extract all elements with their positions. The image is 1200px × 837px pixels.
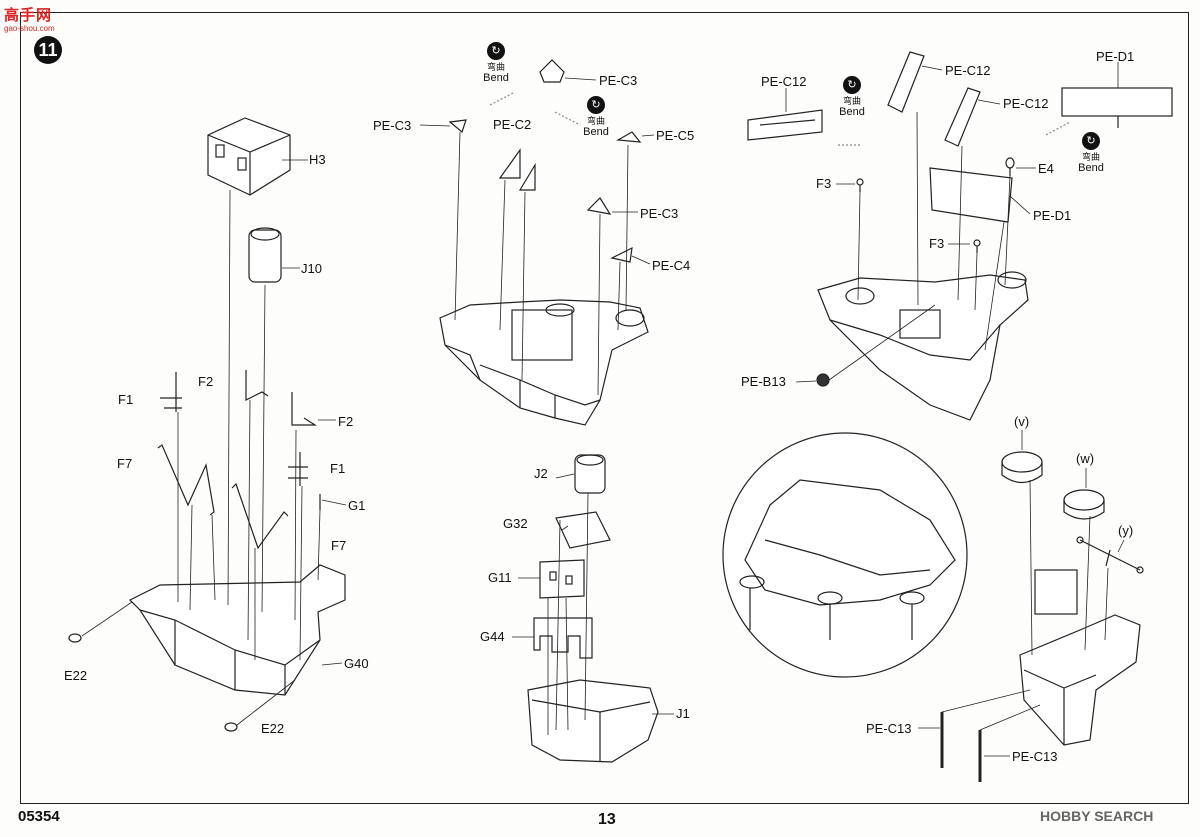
bend-arrows-b [489, 91, 581, 126]
section-e-leaders [918, 430, 1125, 757]
label-g1: G1 [348, 498, 366, 513]
label-f3: F3 [816, 176, 832, 191]
part-f2-right-drawing [291, 392, 318, 426]
section-b-leaders [419, 77, 655, 396]
label-y: (y) [1118, 523, 1134, 538]
label-f7: F7 [331, 538, 347, 553]
sub-assembly-v-drawing [1001, 451, 1043, 484]
section-c-leaders [512, 473, 674, 735]
label-g11: G11 [488, 570, 512, 585]
watermark: HOBBY SEARCH [1040, 808, 1154, 824]
label-j1: J1 [676, 706, 690, 721]
label-pe-c3: PE-C3 [599, 73, 638, 88]
label-f2: F2 [338, 414, 354, 429]
upper-bridge-deck-drawing [817, 271, 1029, 421]
label-e22: E22 [64, 668, 88, 683]
part-f3-e4-drawings [856, 157, 1015, 253]
label-pe-c12: PE-C12 [1003, 96, 1049, 111]
label-f1: F1 [118, 392, 134, 407]
label-j10: J10 [301, 261, 322, 276]
label-g32: G32 [503, 516, 528, 531]
part-pe-b13-drawing [816, 373, 830, 387]
part-j10-drawing [248, 227, 282, 283]
label-g40: G40 [344, 656, 369, 671]
label-v: (v) [1014, 414, 1030, 429]
label-f2: F2 [198, 374, 214, 389]
kit-number: 05354 [18, 808, 60, 825]
label-pe-c12: PE-C12 [761, 74, 807, 89]
label-g44: G44 [480, 629, 505, 644]
part-g11-drawing [539, 559, 585, 599]
part-f7-left-drawing [157, 444, 215, 516]
sub-assembly-w-drawing [1063, 489, 1105, 520]
bridge-deck-drawing [439, 299, 649, 426]
label-h3: H3 [309, 152, 326, 167]
label-pe-c12: PE-C12 [945, 63, 991, 78]
sub-assembly-y-drawing [1076, 536, 1144, 574]
label-pe-c4: PE-C4 [652, 258, 691, 273]
funnel-base-drawing [1019, 569, 1141, 746]
part-g44-drawing [533, 617, 593, 659]
part-j2-drawing [574, 454, 606, 494]
bend-icon: ↻ [587, 96, 605, 114]
label-e4: E4 [1038, 161, 1054, 176]
detail-circle-drawing [722, 432, 968, 678]
bend-icon: ↻ [487, 42, 505, 60]
label-f7: F7 [117, 456, 133, 471]
label-w: (w) [1076, 451, 1095, 466]
label-f3: F3 [929, 236, 945, 251]
site-logo: 高手网 [4, 7, 53, 24]
part-j1-drawing [527, 679, 659, 763]
part-f1-left-drawing [160, 372, 182, 412]
pe-ladder-drawings [747, 51, 1173, 223]
section-d-leaders [785, 62, 1119, 383]
label-j2: J2 [534, 466, 548, 481]
label-pe-c2: PE-C2 [493, 117, 532, 132]
site-logo-url: gao-shou.com [4, 24, 55, 33]
section-a-leaders [81, 159, 347, 726]
pe-c13-drawings [940, 712, 982, 782]
part-f2-left-drawing [245, 370, 269, 401]
bend-icon: ↻ [843, 76, 861, 94]
part-g32-drawing [555, 511, 611, 549]
label-pe-d1: PE-D1 [1033, 208, 1072, 223]
label-pe-b13: PE-B13 [741, 374, 786, 389]
label-pe-c3: PE-C3 [373, 118, 412, 133]
part-h3-drawing [207, 117, 291, 196]
bend-arrows-d [838, 121, 1071, 146]
label-pe-c5: PE-C5 [656, 128, 695, 143]
part-f7-right-drawing [231, 482, 289, 550]
part-e22-drawings [68, 633, 238, 732]
page-number: 13 [598, 811, 616, 828]
page-border [20, 12, 1189, 804]
label-pe-d1: PE-D1 [1096, 49, 1135, 64]
label-pe-c13: PE-C13 [866, 721, 912, 736]
label-pe-c3: PE-C3 [640, 206, 679, 221]
label-e22: E22 [261, 721, 285, 736]
label-pe-c13: PE-C13 [1012, 749, 1058, 764]
pe-brace-drawings [448, 59, 642, 263]
step-number-badge: 11 [34, 36, 62, 64]
part-g40-base-drawing [128, 564, 346, 696]
label-f1: F1 [330, 461, 346, 476]
part-f1-right-drawing [288, 452, 308, 486]
bend-icon: ↻ [1082, 132, 1100, 150]
